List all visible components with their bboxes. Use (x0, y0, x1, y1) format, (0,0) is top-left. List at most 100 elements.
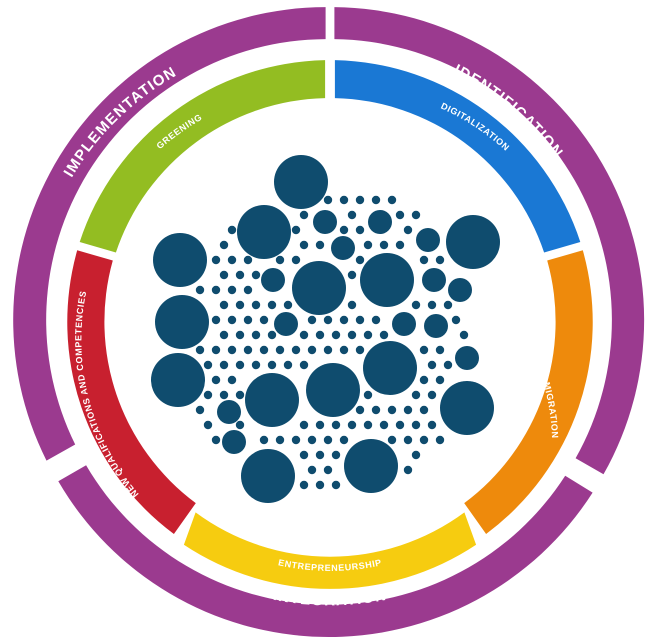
cluster-circle (306, 363, 360, 417)
cluster-dot (435, 255, 445, 265)
cluster-dot (323, 315, 333, 325)
cluster-dot (371, 405, 381, 415)
cluster-dot (363, 330, 373, 340)
cluster-circle (274, 312, 298, 336)
cluster-circle (360, 253, 414, 307)
cluster-circle (217, 400, 241, 424)
cluster-dot (411, 300, 421, 310)
cluster-dot (443, 360, 453, 370)
cluster-dot (243, 255, 253, 265)
cluster-dot (339, 315, 349, 325)
cluster-circle (151, 353, 205, 407)
cluster-circle (344, 439, 398, 493)
cluster-dot (451, 315, 461, 325)
cluster-dot (195, 285, 205, 295)
cluster-dot (387, 195, 397, 205)
cluster-dot (315, 450, 325, 460)
cluster-dot (251, 360, 261, 370)
cluster-dot (379, 420, 389, 430)
cluster-dot (307, 345, 317, 355)
cluster-dot (355, 195, 365, 205)
cluster-dot (347, 210, 357, 220)
cluster-dot (291, 435, 301, 445)
cluster-dot (339, 195, 349, 205)
cluster-dot (315, 480, 325, 490)
greening-segment (79, 60, 326, 253)
cluster-dot (411, 420, 421, 430)
cluster-dot (435, 345, 445, 355)
cluster-dot (355, 315, 365, 325)
cluster-dot (323, 435, 333, 445)
cluster-dot (315, 240, 325, 250)
cluster-dot (251, 300, 261, 310)
cluster-dot (403, 405, 413, 415)
cluster-circle (424, 314, 448, 338)
cluster-dot (355, 255, 365, 265)
cluster-dot (427, 300, 437, 310)
cluster-dot (299, 480, 309, 490)
cluster-dot (387, 435, 397, 445)
cluster-dot (395, 210, 405, 220)
digitalization-segment (334, 60, 581, 253)
cluster-dot (363, 390, 373, 400)
cluster-circle (313, 210, 337, 234)
cluster-circle (237, 205, 291, 259)
cluster-dot (203, 390, 213, 400)
cluster-dot (299, 450, 309, 460)
cluster-dot (211, 255, 221, 265)
cluster-dot (195, 405, 205, 415)
cluster-circle (416, 228, 440, 252)
cluster-dot (235, 420, 245, 430)
cluster-dot (259, 315, 269, 325)
cluster-dot (307, 435, 317, 445)
cluster-dot (459, 330, 469, 340)
cluster-dot (219, 300, 229, 310)
cluster-dot (203, 420, 213, 430)
cluster-dot (291, 255, 301, 265)
cluster-dot (275, 435, 285, 445)
cluster-dot (227, 225, 237, 235)
cluster-dot (347, 270, 357, 280)
cluster-dot (227, 315, 237, 325)
implementation-segment (13, 7, 326, 461)
cluster-dot (427, 390, 437, 400)
cluster-circle (261, 268, 285, 292)
cluster-dot (323, 195, 333, 205)
cluster-circle (245, 373, 299, 427)
cluster-dot (419, 255, 429, 265)
outer-ring (13, 7, 645, 637)
cluster-dot (291, 345, 301, 355)
cluster-dot (211, 375, 221, 385)
cluster-circle (368, 210, 392, 234)
cluster-dot (299, 330, 309, 340)
cluster-dot (419, 405, 429, 415)
cluster-circle (440, 381, 494, 435)
cluster-dot (251, 330, 261, 340)
cluster-dot (443, 300, 453, 310)
cluster-circle (274, 155, 328, 209)
cluster-circle (153, 233, 207, 287)
cluster-dot (283, 360, 293, 370)
cluster-dot (211, 285, 221, 295)
cluster-dot (363, 240, 373, 250)
integration-label: INTEGRATION (272, 587, 388, 610)
cluster-dot (395, 420, 405, 430)
cluster-dot (371, 315, 381, 325)
cluster-dot (259, 435, 269, 445)
cluster-dot (243, 285, 253, 295)
cluster-circle (222, 430, 246, 454)
cluster-dot (379, 330, 389, 340)
cluster-dot (347, 330, 357, 340)
cluster-dot (235, 360, 245, 370)
cluster-dot (251, 270, 261, 280)
cluster-dot (323, 345, 333, 355)
cluster-circle (455, 346, 479, 370)
cluster-dot (235, 390, 245, 400)
cluster-dot (299, 360, 309, 370)
cluster-circle (422, 268, 446, 292)
cluster-dot (379, 240, 389, 250)
cluster-dot (219, 330, 229, 340)
new-qualifications-segment (67, 250, 196, 535)
cluster-circle (241, 449, 295, 503)
